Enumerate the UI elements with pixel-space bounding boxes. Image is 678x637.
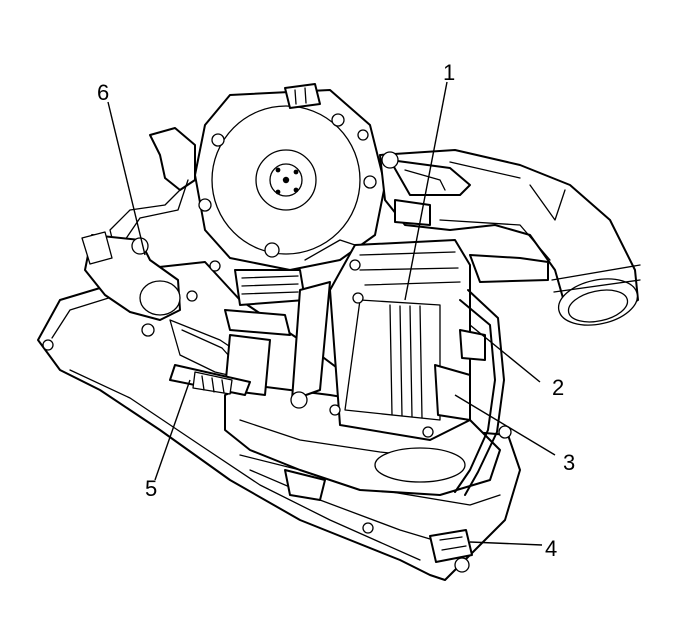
callout-1: 1 [443,60,455,85]
coolant-tube-loop [454,289,505,496]
callout-2: 2 [552,375,564,400]
callout-4: 4 [545,536,557,561]
water-pump-housing [194,83,386,271]
hose-clamp [192,371,233,395]
leader-5 [154,379,191,481]
leader-1 [404,81,448,301]
callout-6: 6 [97,80,109,105]
leader-lines [107,81,556,546]
left-bracket-arm [109,127,196,263]
leader-6 [107,101,146,256]
callout-3: 3 [563,450,575,475]
leader-2 [469,324,541,383]
central-module [329,239,486,441]
air-inlet-elbow [379,149,641,326]
callout-5: 5 [145,476,157,501]
clip-component [429,529,473,563]
callout-labels: 1 2 3 4 5 6 [97,60,575,561]
valve-component [81,231,198,337]
leader-4 [469,541,543,546]
leader-3 [454,394,556,456]
